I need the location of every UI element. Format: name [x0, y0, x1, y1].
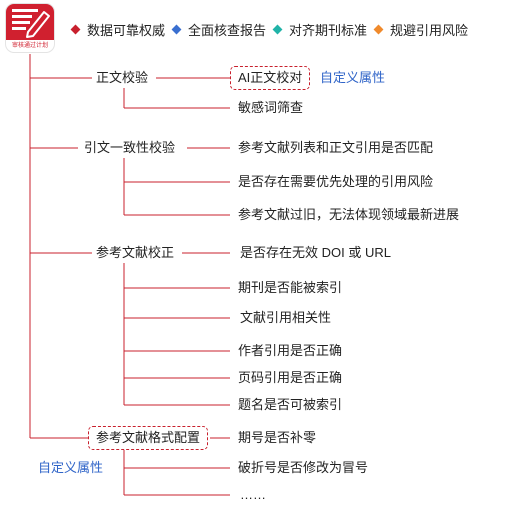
tagline-item: 对齐期刊标准 [289, 22, 368, 38]
node-body-check: 正文校验 [96, 70, 149, 85]
leaf-node-ellipsis: …… [240, 487, 266, 502]
leaf-node: 是否存在需要优先处理的引用风险 [238, 174, 434, 189]
leaf-node: 题名是否可被索引 [238, 397, 343, 412]
teal-diamond-icon [272, 24, 283, 34]
tagline-bar: 数据可靠权威 全面核查报告 对齐期刊标准 规避引用风险 [70, 19, 468, 39]
leaf-node: 敏感词筛查 [238, 100, 304, 115]
logo-background [6, 4, 54, 40]
leaf-node: 参考文献过旧，无法体现领域最新进展 [238, 207, 460, 222]
blue-diamond-icon [171, 24, 182, 34]
leaf-node: 文献引用相关性 [240, 310, 332, 325]
node-reference-format-config: 参考文献格式配置 [88, 426, 209, 450]
leaf-node: 破折号是否修改为冒号 [238, 460, 369, 475]
leaf-node: 参考文献列表和正文引用是否匹配 [238, 140, 434, 155]
leaf-node: 作者引用是否正确 [238, 343, 343, 358]
node-citation-consistency: 引文一致性校验 [84, 140, 176, 155]
leaf-node: 期号是否补零 [238, 430, 317, 445]
custom-attribute-tag: 自定义属性 [38, 460, 104, 475]
custom-attribute-tag: 自定义属性 [320, 70, 386, 85]
red-diamond-icon [70, 24, 81, 34]
tagline-item: 全面核查报告 [188, 22, 267, 38]
pencil-document-icon [12, 9, 50, 38]
node-ai-proofread: AI正文校对 [230, 66, 311, 90]
leaf-node: 页码引用是否正确 [238, 370, 343, 385]
node-reference-correction: 参考文献校正 [96, 245, 175, 260]
app-logo: 审核通过计划 [6, 4, 54, 52]
leaf-node: 是否存在无效 DOI 或 URL [240, 245, 391, 260]
orange-diamond-icon [373, 24, 384, 34]
tagline-item: 规避引用风险 [390, 22, 469, 38]
tagline-item: 数据可靠权威 [87, 22, 166, 38]
leaf-node: 期刊是否能被索引 [238, 280, 343, 295]
logo-caption: 审核通过计划 [11, 43, 48, 49]
